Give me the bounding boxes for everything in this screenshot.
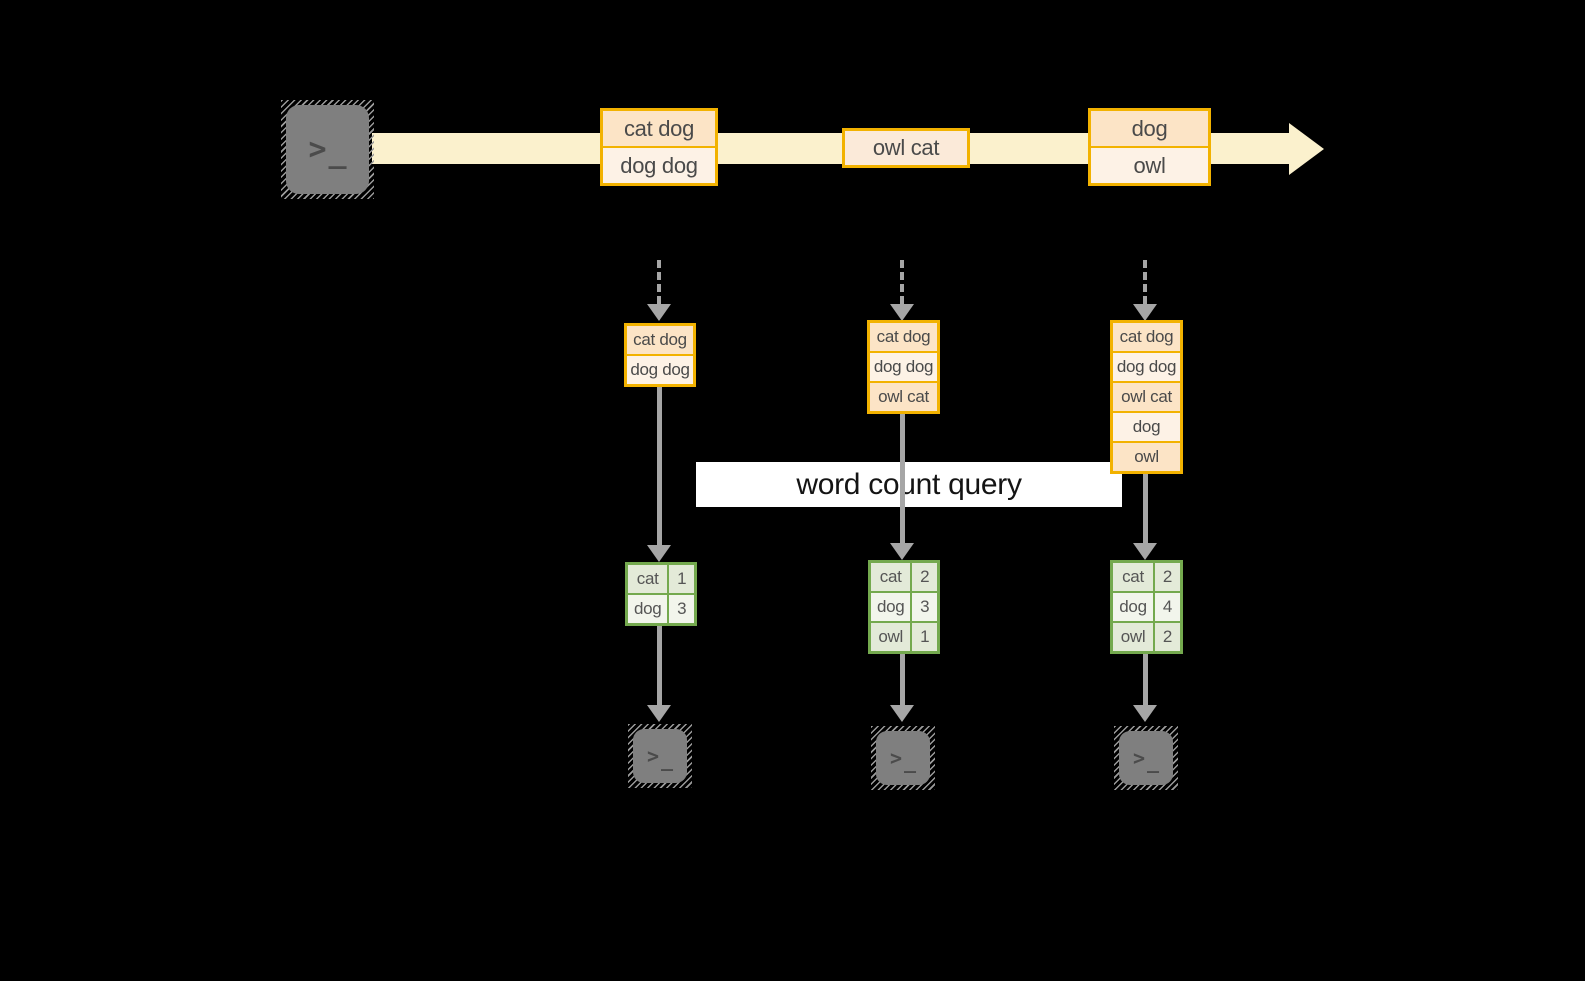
sink-terminal-icon: >_ — [871, 726, 935, 790]
query-arrowhead-icon — [647, 545, 671, 562]
table-row: dog 3 — [871, 591, 937, 621]
output-arrow — [900, 654, 905, 706]
buffer-row: owl — [1113, 441, 1180, 471]
prompt-underscore: _ — [904, 749, 917, 773]
batch-row: dog — [1091, 111, 1208, 146]
word-cell: dog — [628, 595, 668, 623]
count-cell: 3 — [667, 595, 694, 623]
buffer-row: cat dog — [627, 326, 693, 354]
output-arrowhead-icon — [647, 705, 671, 722]
count-cell: 3 — [910, 593, 937, 621]
dashed-arrowhead-icon — [1133, 304, 1157, 321]
count-cell: 2 — [1153, 563, 1180, 591]
buffer-row: dog dog — [627, 354, 693, 384]
buffer-row: cat dog — [1113, 323, 1180, 351]
count-cell: 4 — [1153, 593, 1180, 621]
buffer-row: owl cat — [1113, 381, 1180, 411]
dashed-arrowhead-icon — [890, 304, 914, 321]
buffer-row: cat dog — [870, 323, 937, 351]
count-cell: 1 — [667, 565, 694, 593]
prompt-underscore: _ — [328, 135, 347, 170]
result-table-2: cat 2 dog 3 owl 1 — [868, 560, 940, 654]
word-cell: dog — [871, 593, 911, 621]
prompt-chevron: > — [1132, 746, 1145, 770]
count-cell: 2 — [1153, 623, 1180, 651]
table-row: owl 2 — [1113, 621, 1180, 651]
output-arrowhead-icon — [890, 705, 914, 722]
terminal-prompt-icon: >_ — [281, 100, 374, 199]
batch-row: owl — [1091, 146, 1208, 183]
word-cell: cat — [628, 565, 668, 593]
table-row: dog 3 — [628, 593, 694, 623]
query-label-banner: word count query — [696, 462, 1122, 507]
stream-batch-1: cat dog dog dog — [600, 108, 718, 186]
table-row: cat 2 — [1113, 563, 1180, 591]
word-cell: owl — [1113, 623, 1153, 651]
input-buffer-2: cat dog dog dog owl cat — [867, 320, 940, 414]
output-arrow — [1143, 654, 1148, 706]
batch-row: owl cat — [845, 131, 967, 165]
dashed-arrow — [657, 260, 661, 304]
sink-terminal-icon: >_ — [1114, 726, 1178, 790]
prompt-chevron: > — [646, 744, 659, 768]
query-label: word count query — [796, 467, 1022, 501]
table-row: cat 2 — [871, 563, 937, 591]
result-table-3: cat 2 dog 4 owl 2 — [1110, 560, 1183, 654]
stream-batch-3: dog owl — [1088, 108, 1211, 186]
stream-batch-2: owl cat — [842, 128, 970, 168]
query-arrow — [1143, 474, 1148, 544]
query-arrowhead-icon — [890, 543, 914, 560]
input-buffer-1: cat dog dog dog — [624, 323, 696, 387]
prompt-underscore: _ — [1147, 749, 1160, 773]
word-cell: cat — [871, 563, 911, 591]
prompt-underscore: _ — [661, 747, 674, 771]
dashed-arrowhead-icon — [647, 304, 671, 321]
stream-arrowhead-icon — [1289, 123, 1324, 175]
terminal-body — [1119, 731, 1173, 785]
table-row: dog 4 — [1113, 591, 1180, 621]
batch-row: dog dog — [603, 146, 715, 183]
source-terminal-icon: >_ — [281, 100, 374, 199]
query-arrow — [657, 386, 662, 546]
result-table-1: cat 1 dog 3 — [625, 562, 697, 626]
output-arrow — [657, 624, 662, 706]
buffer-row: dog — [1113, 411, 1180, 441]
output-arrowhead-icon — [1133, 705, 1157, 722]
table-row: owl 1 — [871, 621, 937, 651]
terminal-prompt-icon: >_ — [628, 724, 692, 788]
query-arrow — [900, 414, 905, 544]
batch-row: cat dog — [603, 111, 715, 146]
terminal-prompt-icon: >_ — [1114, 726, 1178, 790]
count-cell: 2 — [910, 563, 937, 591]
count-cell: 1 — [910, 623, 937, 651]
input-buffer-3: cat dog dog dog owl cat dog owl — [1110, 320, 1183, 474]
query-arrowhead-icon — [1133, 543, 1157, 560]
word-cell: cat — [1113, 563, 1153, 591]
buffer-row: dog dog — [870, 351, 937, 381]
terminal-prompt-icon: >_ — [871, 726, 935, 790]
table-row: cat 1 — [628, 565, 694, 593]
word-cell: dog — [1113, 593, 1153, 621]
buffer-row: owl cat — [870, 381, 937, 411]
prompt-chevron: > — [889, 746, 902, 770]
terminal-body — [286, 105, 369, 194]
dashed-arrow — [900, 260, 904, 304]
word-cell: owl — [871, 623, 911, 651]
terminal-body — [876, 731, 930, 785]
buffer-row: dog dog — [1113, 351, 1180, 381]
terminal-body — [633, 729, 687, 783]
sink-terminal-icon: >_ — [628, 724, 692, 788]
dashed-arrow — [1143, 260, 1147, 304]
prompt-chevron: > — [308, 132, 327, 167]
